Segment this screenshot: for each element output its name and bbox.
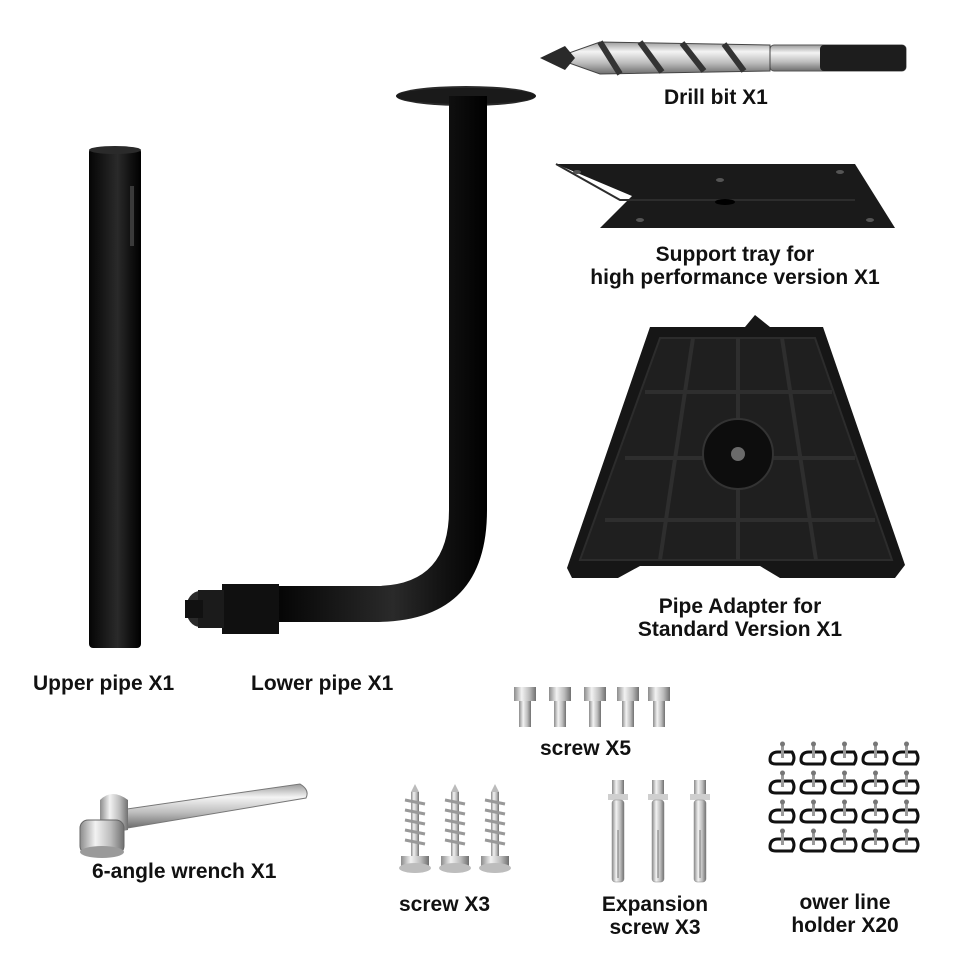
wood-screw (439, 784, 471, 873)
line-holder-clip (861, 770, 889, 795)
pipe-adapter-label-line1: Pipe Adapter for (658, 595, 822, 618)
expansion-screw-label: Expansion screw X3 (580, 893, 730, 939)
support-tray-label: Support tray for high performance versio… (560, 243, 910, 289)
expansion-screw-label-line2: screw X3 (609, 916, 701, 939)
small-screw (549, 687, 571, 727)
small-screw-label: screw X5 (540, 737, 632, 760)
pipe-adapter-label-line2: Standard Version X1 (637, 618, 843, 641)
expansion-screw (648, 780, 668, 883)
line-holder-clip (830, 828, 858, 853)
line-holder-clip (861, 799, 889, 824)
support-tray-label-line1: Support tray for (655, 243, 815, 266)
pipe-adapter-label: Pipe Adapter for Standard Version X1 (600, 595, 880, 641)
small-screw (584, 687, 606, 727)
wood-screw (479, 784, 511, 873)
line-holder-clip (799, 741, 827, 766)
drill-bit-label: Drill bit X1 (664, 86, 768, 109)
drill-bit-image (540, 40, 907, 76)
line-holder-clip (892, 770, 920, 795)
expansion-screw-label-line1: Expansion (601, 893, 709, 916)
line-holder-clip (768, 741, 796, 766)
line-holder-clip (768, 828, 796, 853)
wrench-label: 6-angle wrench X1 (92, 860, 277, 883)
wood-screws-image (399, 784, 511, 873)
line-holder-clip (892, 741, 920, 766)
line-holder-clip (861, 741, 889, 766)
upper-pipe-label: Upper pipe X1 (33, 672, 175, 695)
small-screw (648, 687, 670, 727)
upper-pipe-image (89, 146, 141, 648)
lower-pipe-image (185, 86, 536, 634)
line-holder-clip (799, 799, 827, 824)
expansion-screw (690, 780, 710, 883)
wrench-image (79, 783, 308, 858)
line-holder-clip (830, 799, 858, 824)
line-holder-clip (799, 828, 827, 853)
lower-pipe-label: Lower pipe X1 (251, 672, 394, 695)
expansion-screw (608, 780, 628, 883)
wood-screw-label: screw X3 (399, 893, 491, 916)
line-holder-clip (892, 799, 920, 824)
wood-screw (399, 784, 431, 873)
small-screw (617, 687, 639, 727)
line-holder-label: ower line holder X20 (765, 891, 925, 937)
line-holder-label-line2: holder X20 (791, 914, 899, 937)
line-holder-clip (768, 799, 796, 824)
small-screw (514, 687, 536, 727)
line-holder-clip (892, 828, 920, 853)
expansion-screws-image (608, 780, 710, 883)
small-screws-image (514, 687, 670, 727)
line-holder-clip (830, 770, 858, 795)
line-holder-clip (861, 828, 889, 853)
support-tray-label-line2: high performance version X1 (590, 266, 880, 289)
line-holder-label-line1: ower line (799, 891, 891, 914)
line-holders-image (768, 741, 920, 853)
line-holder-clip (768, 770, 796, 795)
line-holder-clip (799, 770, 827, 795)
line-holder-clip (830, 741, 858, 766)
support-tray-image (555, 163, 895, 228)
pipe-adapter-image (567, 315, 905, 578)
